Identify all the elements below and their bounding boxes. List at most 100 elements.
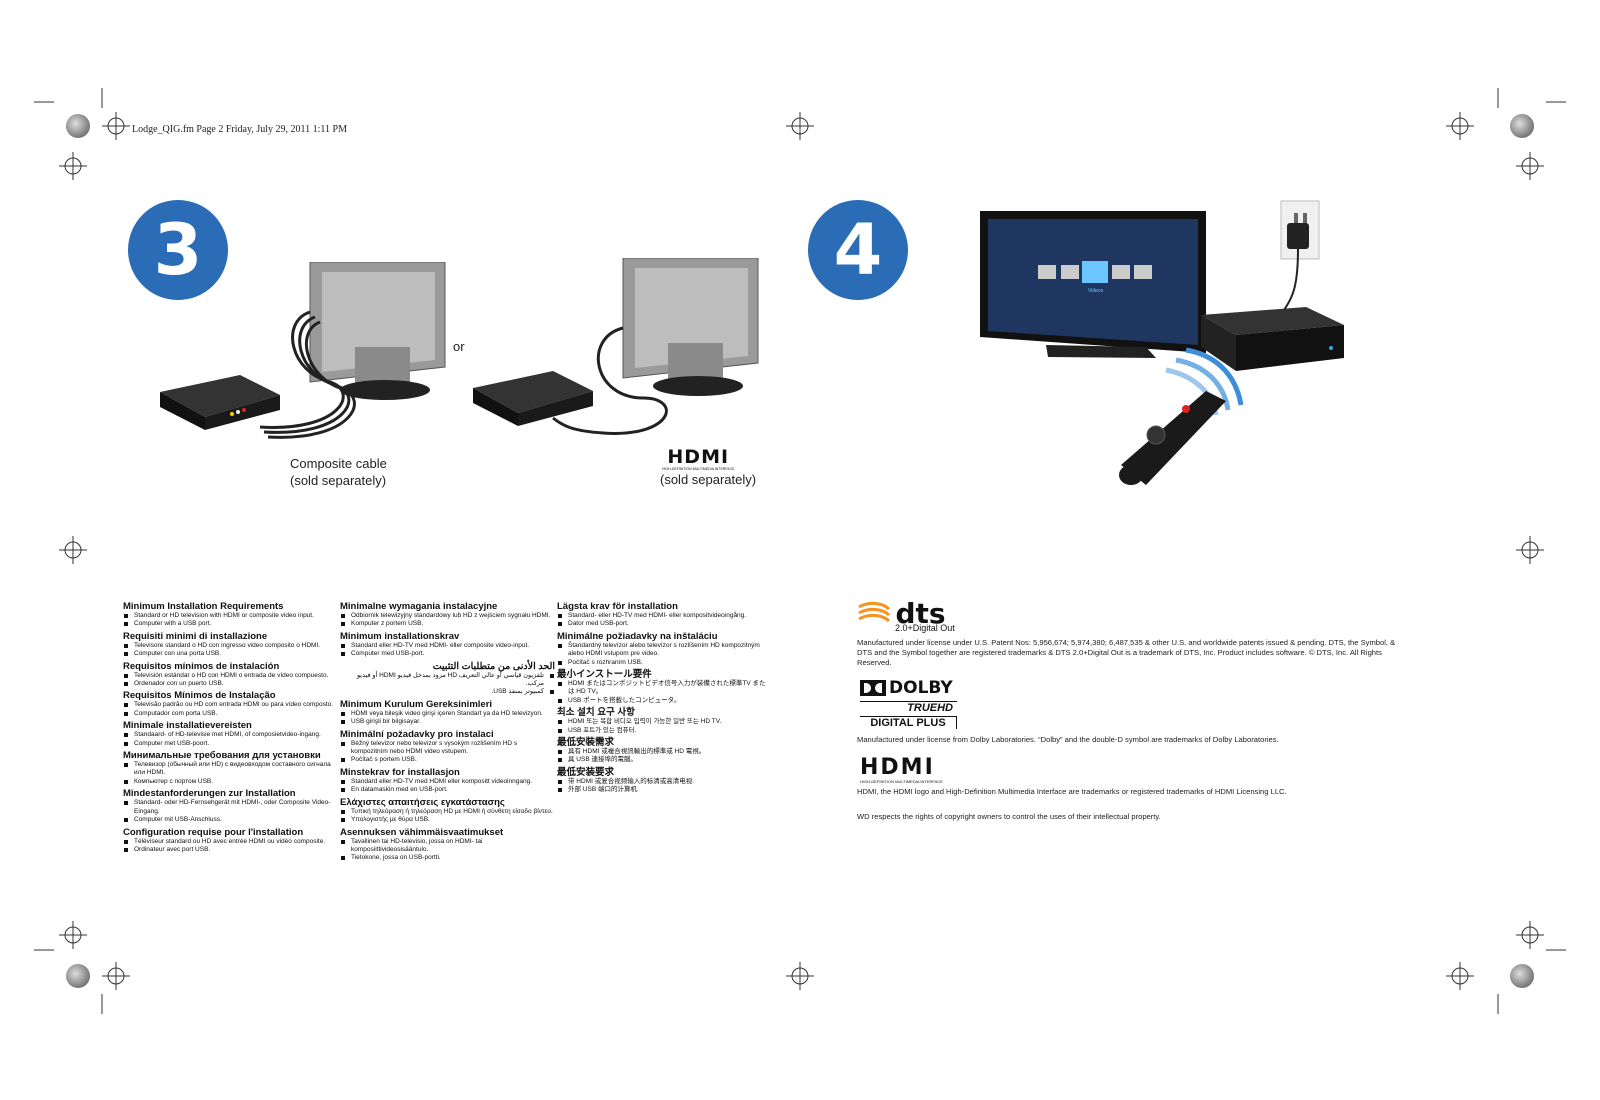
requirement-item: Υπολογιστής με θύρα USB. — [340, 816, 555, 824]
composite-caption-line1: Composite cable — [290, 456, 387, 471]
requirement-title: Requisiti minimi di installazione — [123, 630, 268, 642]
requirement-title: Минимальные требования для установки — [123, 750, 321, 762]
step-number-badge: 4 — [808, 200, 908, 300]
dolby-legal-text: Manufactured under license from Dolby La… — [857, 735, 1279, 744]
requirement-item: En datamaskin med en USB-port. — [340, 786, 555, 794]
requirement-list: Τυπική τηλεόραση ή τηλεόραση HD με HDMI … — [340, 808, 555, 825]
dts-swoosh-icon — [858, 601, 891, 622]
requirement-list: تلفزيون قياسي أو عالي التعريف HD مزود بم… — [340, 672, 555, 697]
requirement-list: Odbiornik telewizyjny standardowy lub HD… — [340, 612, 555, 629]
registration-dot — [66, 114, 90, 138]
requirement-item: Computer con una porta USB. — [123, 650, 338, 658]
requirement-item: Computer met USB-poort. — [123, 740, 338, 748]
requirement-list: Štandardný televízor alebo televízor s r… — [557, 642, 772, 667]
requirement-title: 最低安装要求 — [557, 766, 615, 778]
requirement-list: Televisore standard o HD con ingresso vi… — [123, 642, 338, 659]
requirement-item: Computador com porta USB. — [123, 710, 338, 718]
requirement-item: Standard eller HD-TV med HDMI eller komp… — [340, 778, 555, 786]
requirement-item: USB girişli bir bilgisayar. — [340, 718, 555, 726]
requirement-title: Ελάχιστες απαιτήσεις εγκατάστασης — [340, 796, 505, 808]
requirement-title: Mindestanforderungen zur Installation — [123, 788, 296, 800]
requirement-title: Minimalne wymagania instalacyjne — [340, 601, 498, 612]
requirement-item: Standard- eller HD-TV med HDMI- eller ko… — [557, 612, 772, 620]
tv-menu-label: Videos — [1088, 288, 1104, 294]
dolby-logo: DOLBY TRUEHD DIGITAL PLUS — [860, 678, 957, 729]
requirement-section: Configuration requise pour l'installatio… — [123, 827, 338, 855]
requirement-item: Computer med USB-port. — [340, 650, 555, 658]
hdmi-logo-subtext: HIGH-DEFINITION MULTIMEDIA INTERFACE — [662, 467, 735, 471]
requirement-title: 最小インストール要件 — [557, 669, 652, 681]
requirement-item: Standard or HD television with HDMI or c… — [123, 612, 338, 620]
requirement-list: 具有 HDMI 或複合視訊輸出的標準或 HD 電視。具 USB 連接埠的電腦。 — [557, 748, 772, 765]
requirement-item: USB 포트가 있는 컴퓨터. — [557, 727, 772, 735]
requirement-list: Televisão padrão ou HD com entrada HDMI … — [123, 701, 338, 718]
requirement-item: Televisão padrão ou HD com entrada HDMI … — [123, 701, 338, 709]
requirement-item: Ordinateur avec port USB. — [123, 846, 338, 854]
requirement-item: HDMI またはコンポジットビデオ信号入力が装備された標準TV または HD T… — [557, 680, 772, 697]
requirement-item: 具 USB 連接埠的電腦。 — [557, 756, 772, 764]
hdmi-caption: (sold separately) — [660, 472, 757, 487]
requirement-title: Minstekrav for installasjon — [340, 766, 460, 778]
hdmi-legal-text: HDMI, the HDMI logo and High-Definition … — [857, 787, 1287, 796]
tv-setup-illustration — [980, 200, 1344, 485]
requirement-title: Minimální požadavky pro instalaci — [340, 728, 494, 740]
requirement-title: Requisitos Mínimos de Instalação — [123, 690, 276, 702]
requirement-list: HDMI veya bileşik video girişi içeren St… — [340, 710, 555, 727]
or-label: or — [453, 339, 465, 354]
requirement-title: Minimale installatievereisten — [123, 720, 252, 732]
registration-dot — [1510, 114, 1534, 138]
requirement-item: Компьютер с портом USB. — [123, 778, 338, 786]
composite-caption-line2: (sold separately) — [290, 473, 387, 488]
requirement-list: 带 HDMI 或复合视频输入的标清或高清电视.外部 USB 端口的计算机. — [557, 778, 772, 795]
requirement-item: Počítač s rozhraním USB. — [557, 659, 772, 667]
requirement-list: Televisión estándar o HD con HDMI o entr… — [123, 672, 338, 689]
requirement-list: Standard- eller HD-TV med HDMI- eller ko… — [557, 612, 772, 629]
dolby-logo-text: DOLBY — [889, 678, 953, 698]
requirement-item: Komputer z portem USB. — [340, 620, 555, 628]
hdmi-logo-small: HDMI HIGH-DEFINITION MULTIMEDIA INTERFAC… — [662, 448, 735, 472]
requirement-item: Dator med USB-port. — [557, 620, 772, 628]
hdmi-logo-large-sub: HIGH-DEFINITION MULTIMEDIA INTERFACE — [860, 779, 943, 784]
requirement-list: HDMI 또는 복합 비디오 입력이 가능한 일반 또는 HD TV.USB 포… — [557, 718, 772, 735]
requirement-item: Televisore standard o HD con ingresso vi… — [123, 642, 338, 650]
requirement-list: Standard or HD television with HDMI or c… — [123, 612, 338, 629]
requirement-list: Standaard- of HD-televisie met HDMI, of … — [123, 731, 338, 748]
dts-logo-text: dts — [895, 597, 946, 630]
requirement-title: 最低安裝需求 — [557, 737, 615, 749]
requirement-item: كمبيوتر بمنفذ USB. — [340, 688, 555, 696]
requirement-item: HDMI 또는 복합 비디오 입력이 가능한 일반 또는 HD TV. — [557, 718, 772, 726]
requirement-section: 最低安装要求带 HDMI 或复合视频输入的标清或高清电视.外部 USB 端口的计… — [557, 767, 772, 795]
requirement-item: Standard- oder HD-Fernsehgerät mit HDMI-… — [123, 799, 338, 816]
requirement-item: Ordenador con un puerto USB. — [123, 680, 338, 688]
requirement-item: Телевизор (обычный или HD) с видеовходом… — [123, 761, 338, 778]
registration-dot — [66, 964, 90, 988]
requirement-title: Lägsta krav för installation — [557, 601, 678, 612]
requirement-title: 최소 설치 요구 사항 — [557, 707, 635, 719]
file-header: Lodge_QIG.fm Page 2 Friday, July 29, 201… — [132, 124, 347, 135]
requirement-list: Téléviseur standard ou HD avec entrée HD… — [123, 838, 338, 855]
requirement-item: 具有 HDMI 或複合視訊輸出的標準或 HD 電視。 — [557, 748, 772, 756]
requirement-item: Počítač s portem USB. — [340, 756, 555, 764]
requirement-item: تلفزيون قياسي أو عالي التعريف HD مزود بم… — [340, 672, 555, 689]
hdmi-logo-large-text: HDMI — [860, 755, 935, 780]
requirement-list: HDMI またはコンポジットビデオ信号入力が装備された標準TV または HD T… — [557, 680, 772, 705]
requirement-item: Standard eller HD-TV med HDMI- eller com… — [340, 642, 555, 650]
